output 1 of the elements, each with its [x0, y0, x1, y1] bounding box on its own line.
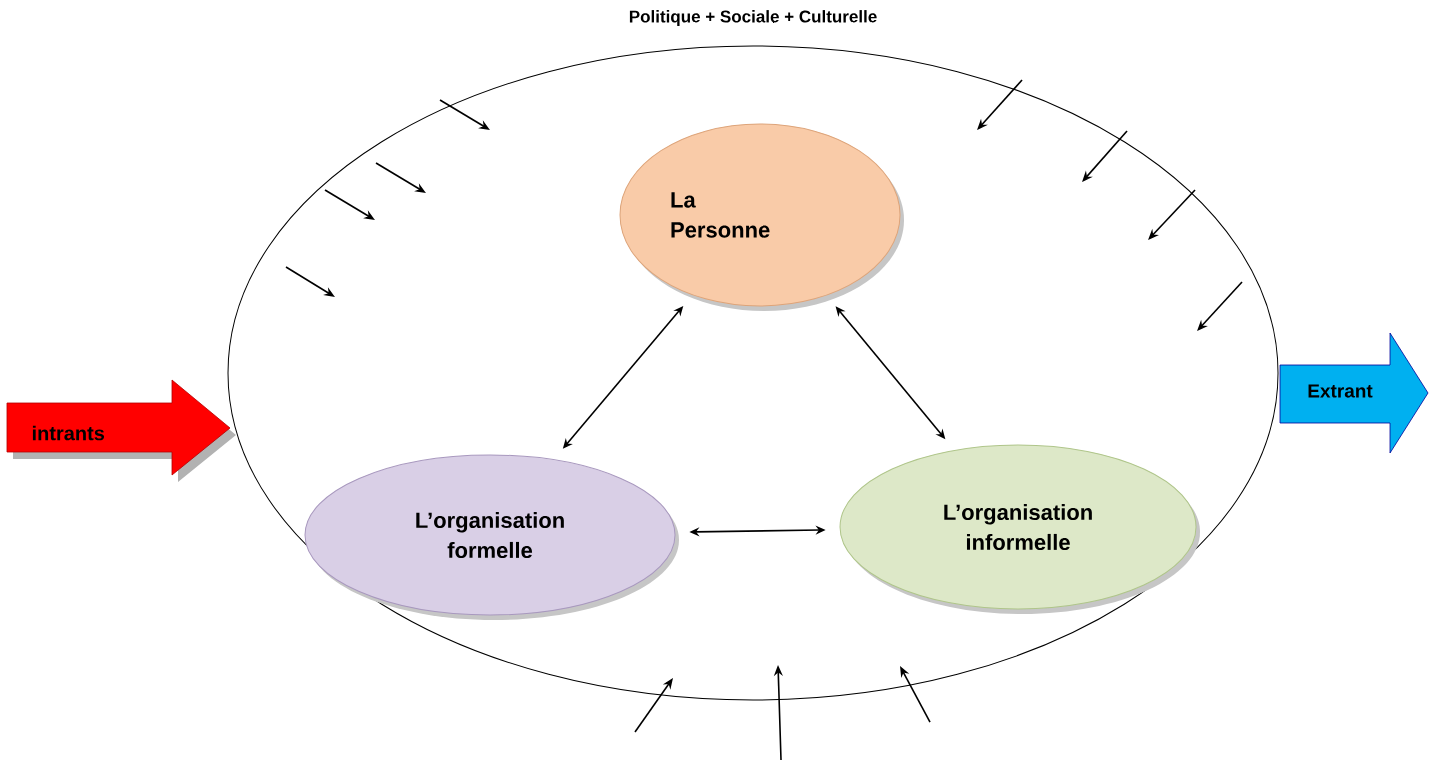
node-label: Politique + Sociale + Culturelle	[629, 10, 877, 26]
